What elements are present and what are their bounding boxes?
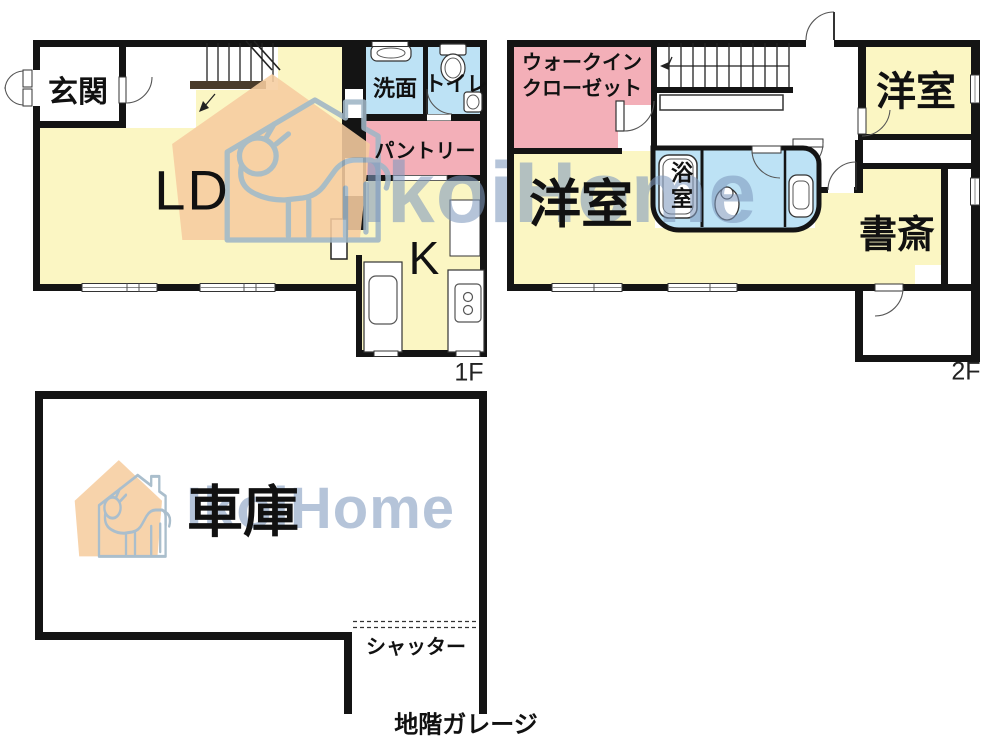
- room-label-study: 書斎: [858, 214, 936, 257]
- washbasin-icon: [370, 44, 412, 62]
- kitchen-sink-icon: [363, 261, 403, 353]
- room-genkan: [40, 47, 119, 121]
- bathroom-unit: [650, 145, 822, 233]
- toilet-icon: [439, 43, 483, 113]
- room-western-left: [510, 151, 655, 288]
- western-right-door-icon: [857, 107, 891, 137]
- room-label-garage: 車庫: [187, 480, 299, 544]
- room-western-left-ext: [655, 228, 820, 288]
- room-label-pantry: パントリー: [374, 140, 476, 163]
- wic-line1: ウォークイン: [522, 52, 642, 74]
- room-label-western-left: 洋室: [528, 176, 634, 235]
- room-label-wic: ウォークイン クローゼット: [522, 50, 642, 102]
- window-icon: [551, 74, 980, 292]
- walls-b1: [35, 391, 487, 714]
- toilet-door-icon: [426, 88, 453, 121]
- stair-handrail-1f: [190, 81, 266, 89]
- floor-2f-plan: [507, 11, 980, 362]
- watermark-brand-text-garage: IkoiHome: [186, 476, 456, 541]
- room-study-ext: [863, 169, 941, 193]
- entrance-door-icon: [4, 69, 40, 107]
- window-icon: [81, 283, 158, 292]
- room-label-toilet: トイレ: [424, 73, 488, 96]
- balcony-door-icon: [805, 11, 835, 47]
- room-label-western-right: 洋室: [876, 70, 956, 114]
- watermark-brand-text: IkoiHome: [362, 145, 758, 241]
- room-western-right: [866, 46, 971, 140]
- floor-label-basement: 地階ガレージ: [394, 711, 538, 739]
- wic-line2: クローゼット: [522, 78, 642, 100]
- room-label-bathroom: 浴室: [668, 161, 693, 213]
- window-icon: [199, 283, 276, 292]
- stair-arrow-1f: [199, 101, 209, 112]
- pantry-sliding-door: [392, 175, 448, 181]
- stair-railing-2f: [659, 94, 784, 111]
- study-door-icon: [827, 161, 857, 193]
- staircase-1f-icon: [203, 40, 281, 108]
- bathroom-door-icon: [751, 145, 782, 179]
- bathtub-icon: [658, 154, 698, 219]
- room-label-kitchen: K: [408, 232, 440, 284]
- stair-arrow-2f: [660, 62, 669, 70]
- room-label-washroom: 洗面: [372, 76, 418, 101]
- floor-label-2f: 2F: [951, 357, 981, 386]
- storage-room-door-icon: [874, 283, 904, 317]
- genkan-inner-door-icon: [118, 76, 153, 104]
- room-label-genkan: 玄関: [48, 76, 108, 109]
- window-icon: [371, 41, 481, 357]
- shutter-icon: [353, 620, 479, 629]
- washbasin-2f-icon: [788, 174, 814, 218]
- stove-icon: [447, 269, 485, 353]
- shutter-label: シャッター: [366, 636, 466, 659]
- study-nook: [915, 265, 941, 284]
- hallway-1f: [126, 43, 196, 128]
- floor-label-1f: 1F: [454, 358, 484, 387]
- wic-door-icon: [615, 100, 655, 132]
- room-label-ld: LD: [154, 158, 230, 222]
- toilet-2f-icon: [714, 186, 740, 221]
